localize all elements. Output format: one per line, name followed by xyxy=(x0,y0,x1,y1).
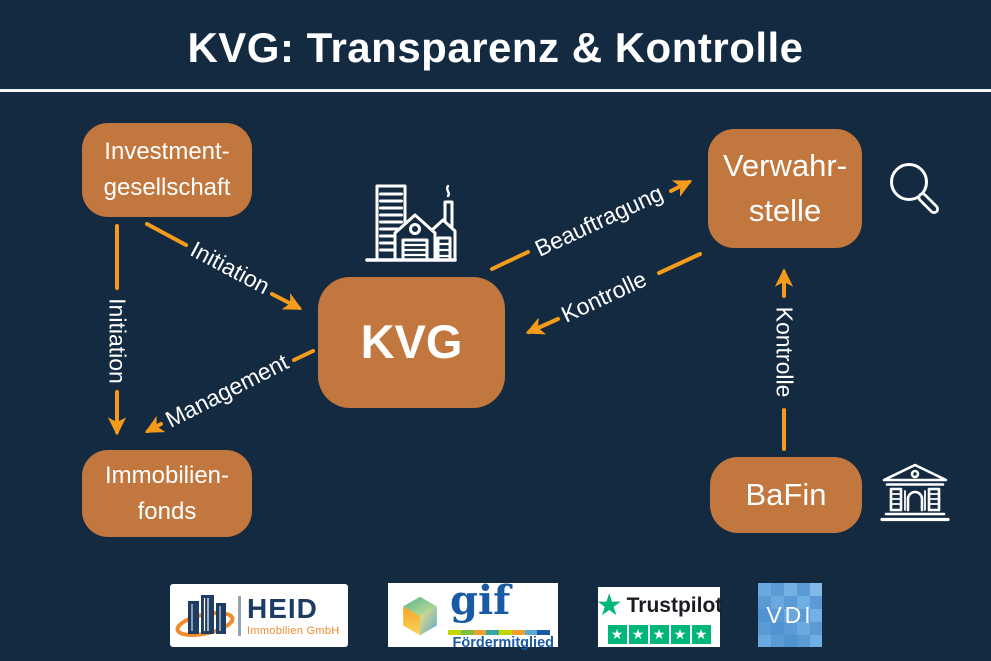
edge-label-kontrolle-diagonal: Kontrolle xyxy=(557,265,651,328)
edge-label-initiation-left: Initiation xyxy=(104,298,131,384)
node-bafin-label: BaFin xyxy=(745,476,827,512)
trustpilot-star-cell: ★ xyxy=(628,624,648,644)
heid-buildings-icon xyxy=(175,594,235,637)
node-immobilienfonds-line1: Immobilien- xyxy=(104,461,230,489)
trustpilot-star-cell: ★ xyxy=(649,624,669,644)
edge-management-b xyxy=(144,415,166,433)
edge-label-initiation-diagonal: Initiation xyxy=(186,235,275,300)
trustpilot-star-cell: ★ xyxy=(607,624,627,644)
trustpilot-star-icon: ★ xyxy=(595,588,623,622)
node-verwahrstelle: Verwahr- stelle xyxy=(708,129,862,248)
magnifier-icon xyxy=(890,163,939,214)
trustpilot-wordmark: Trustpilot xyxy=(626,593,723,617)
edge-initiation-diag-a xyxy=(145,222,188,247)
gif-logo: gif Fördermitglied xyxy=(388,577,558,651)
vdi-wordmark: VDI xyxy=(766,601,814,628)
trustpilot-stars-row: ★★★★★ xyxy=(607,624,711,644)
vdi-mosaic xyxy=(758,583,822,647)
edge-label-kontrolle-vertical: Kontrolle xyxy=(771,306,798,398)
gif-cube-icon xyxy=(403,596,437,636)
edge-kontrolle-diag-a xyxy=(657,252,702,275)
edge-label-management: Management xyxy=(161,348,293,433)
heid-logo: HEID Immobilien GmbH xyxy=(170,584,348,647)
node-verwahrstelle-line1: Verwahr- xyxy=(722,147,848,183)
title-divider xyxy=(0,89,991,92)
edge-kontrolle-diag-b xyxy=(525,317,560,335)
vdi-logo: VDI xyxy=(758,583,822,647)
gif-subtitle: Fördermitglied xyxy=(452,635,554,651)
edge-initiation-diag-b xyxy=(270,292,303,310)
edge-management-a xyxy=(292,349,315,362)
edge-beauftragung-b xyxy=(669,180,693,197)
node-bafin: BaFin xyxy=(710,457,862,533)
gif-wordmark: gif xyxy=(450,577,511,624)
page-title: KVG: Transparenz & Kontrolle xyxy=(187,24,804,71)
node-investmentgesellschaft: Investment- gesellschaft xyxy=(82,123,252,217)
node-immobilienfonds-line2: fonds xyxy=(137,497,197,525)
heid-divider xyxy=(238,595,241,636)
gif-color-stripe xyxy=(448,630,550,635)
trustpilot-logo: ★ Trustpilot ★★★★★ xyxy=(595,587,723,647)
bank-icon xyxy=(880,463,950,522)
heid-wordmark: HEID xyxy=(247,592,318,624)
city-building-icon xyxy=(365,184,457,262)
trustpilot-star-cell: ★ xyxy=(691,624,711,644)
trustpilot-star-cell: ★ xyxy=(670,624,690,644)
heid-subtitle: Immobilien GmbH xyxy=(247,624,340,637)
edge-label-beauftragung: Beauftragung xyxy=(530,179,667,262)
node-kvg: KVG xyxy=(318,277,505,408)
edge-beauftragung-a xyxy=(490,250,530,271)
node-investmentgesellschaft-line1: Investment- xyxy=(104,138,230,165)
node-investmentgesellschaft-line2: gesellschaft xyxy=(103,174,231,201)
node-kvg-label: KVG xyxy=(360,315,463,369)
node-verwahrstelle-line2: stelle xyxy=(748,192,822,228)
node-immobilienfonds: Immobilien- fonds xyxy=(82,450,252,537)
